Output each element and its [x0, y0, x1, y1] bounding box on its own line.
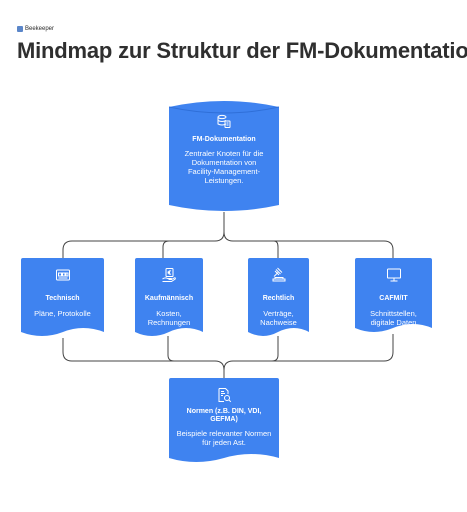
norms-document-shape	[169, 378, 279, 462]
branch-node-cafm-it: CAFM/IT Schnittstellen, digitale Daten	[355, 258, 432, 336]
root-node-description: Zentraler Knoten für die Dokumentation v…	[184, 149, 264, 185]
branch-description: Pläne, Protokolle	[34, 309, 91, 318]
branch-description: Schnittstellen, digitale Daten	[370, 309, 417, 327]
branch-name: CAFM/IT	[379, 295, 408, 302]
branch-name: Kaufmännisch	[144, 295, 194, 302]
connector-branch-3	[273, 240, 279, 262]
branch-node-technisch: Technisch Pläne, Protokolle	[21, 258, 104, 340]
control-panel-icon	[55, 267, 71, 283]
branch-document-shape	[135, 258, 203, 336]
branch-name: Technisch	[45, 295, 80, 302]
connector-branch-1-norms	[62, 338, 225, 378]
branch-name: Rechtlich	[262, 295, 295, 302]
branch-description: Kosten, Rechnungen	[147, 309, 191, 327]
branch-document-shape	[248, 258, 309, 336]
connector-root-trunk	[62, 212, 225, 262]
norms-node-name: Normen (z.B. DIN, VDI, GEFMA)	[186, 408, 262, 423]
branch-node-rechtlich: Rechtlich Verträge, Nachweise	[248, 258, 309, 340]
database-document-icon	[216, 113, 232, 129]
root-node: FM-Dokumentation Zentraler Knoten für di…	[169, 99, 279, 213]
root-cylinder-shape	[169, 101, 279, 211]
connector-branch-3-norms	[271, 336, 279, 362]
connector-branch-4-norms	[223, 334, 394, 371]
root-node-name: FM-Dokumentation	[192, 136, 256, 143]
branch-document-shape	[21, 258, 104, 336]
logo-mark-icon	[17, 26, 23, 32]
norms-node: Normen (z.B. DIN, VDI, GEFMA) Beispiele …	[169, 378, 279, 466]
document-search-icon	[216, 387, 232, 403]
connector-branch-2	[162, 240, 170, 262]
branch-document-shape	[355, 258, 432, 332]
euro-hand-icon	[161, 267, 177, 283]
page-title: Mindmap zur Struktur der FM-Dokumentatio…	[17, 38, 467, 63]
connector-branch-2-norms	[167, 336, 175, 362]
branch-description: Verträge, Nachweise	[260, 309, 297, 327]
connector-root-right	[223, 231, 394, 262]
gavel-icon	[271, 267, 287, 283]
branch-node-kaufmaennisch: Kaufmännisch Kosten, Rechnungen	[135, 258, 203, 340]
norms-node-description: Beispiele relevanter Normen für jeden As…	[176, 429, 272, 447]
brand-logo: Beekeeper	[17, 26, 54, 32]
logo-text: Beekeeper	[25, 26, 55, 32]
monitor-icon	[386, 267, 402, 283]
